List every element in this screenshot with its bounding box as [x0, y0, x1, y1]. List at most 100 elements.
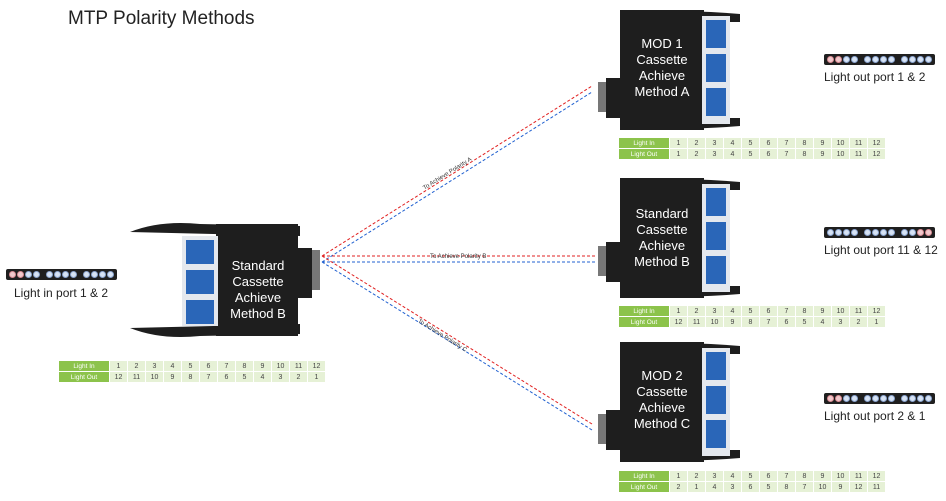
source-cassette-label: Standard Cassette Achieve Method B — [220, 258, 296, 322]
table-cell: 7 — [217, 360, 236, 372]
mod1-port-label: Light out port 1 & 2 — [824, 70, 926, 84]
table-cell: 6 — [759, 137, 778, 149]
table-cell: 6 — [759, 305, 778, 317]
light-out-row: Light Out 12 11 10 9 8 7 6 5 4 3 2 1 — [618, 316, 886, 328]
cassette-line: Standard — [635, 206, 689, 221]
cassette-body-icon — [598, 342, 740, 462]
table-cell: 10 — [831, 470, 850, 482]
table-cell: 12 — [867, 137, 886, 149]
table-cell: 2 — [687, 305, 706, 317]
table-cell: 1 — [867, 316, 886, 328]
cassette-line: Achieve — [234, 290, 282, 305]
table-cell: 10 — [831, 305, 850, 317]
table-cell: 8 — [741, 316, 760, 328]
mod2-cassette: MOD 2 Cassette Achieve Method C — [590, 340, 750, 464]
table-cell: 6 — [199, 360, 218, 372]
table-cell: 5 — [759, 481, 778, 493]
table-cell: 10 — [813, 481, 832, 493]
cassette-line: Method A — [634, 84, 690, 99]
table-cell: 7 — [759, 316, 778, 328]
table-cell: 5 — [741, 305, 760, 317]
table-cell: 9 — [813, 148, 832, 160]
table-cell: 12 — [849, 481, 868, 493]
table-cell: 11 — [849, 305, 868, 317]
light-out-header: Light Out — [58, 371, 110, 383]
cassette-line: Achieve — [638, 238, 686, 253]
table-cell: 2 — [849, 316, 868, 328]
cassette-line: Method C — [633, 416, 691, 431]
table-cell: 12 — [307, 360, 326, 372]
table-cell: 11 — [127, 371, 146, 383]
cassette-line: Standard — [231, 258, 285, 273]
light-out-row: Light Out 12 11 10 9 8 7 6 5 4 3 2 1 — [58, 371, 326, 383]
cassette-body-icon — [598, 10, 740, 130]
mod2-port-label: Light out port 2 & 1 — [824, 409, 926, 423]
table-cell: 7 — [777, 470, 796, 482]
cassette-line: Achieve — [638, 400, 686, 415]
fiber-blue-a — [321, 91, 593, 263]
table-cell: 12 — [669, 316, 688, 328]
table-cell: 4 — [723, 305, 742, 317]
table-cell: 1 — [669, 148, 688, 160]
table-cell: 8 — [777, 481, 796, 493]
table-cell: 7 — [777, 137, 796, 149]
table-cell: 6 — [777, 316, 796, 328]
table-cell: 10 — [705, 316, 724, 328]
table-cell: 3 — [705, 305, 724, 317]
light-in-row: Light In 1 2 3 4 5 6 7 8 9 10 11 12 — [618, 305, 886, 317]
mod2-cassette-label: MOD 2 Cassette Achieve Method C — [624, 368, 700, 432]
table-cell: 9 — [813, 305, 832, 317]
table-cell: 4 — [705, 481, 724, 493]
cassette-line: Cassette — [636, 384, 688, 399]
cassette-line: MOD 1 — [641, 36, 683, 51]
table-cell: 5 — [235, 371, 254, 383]
path-label-b: To Achieve Polarity B — [430, 254, 487, 260]
table-cell: 8 — [181, 371, 200, 383]
table-cell: 5 — [181, 360, 200, 372]
cassette-line: Cassette — [232, 274, 284, 289]
table-cell: 3 — [723, 481, 742, 493]
source-cassette: Standard Cassette Achieve Method B — [120, 220, 330, 340]
table-cell: 9 — [163, 371, 182, 383]
table-cell: 4 — [723, 137, 742, 149]
light-in-header: Light In — [618, 305, 670, 317]
light-in-header: Light In — [618, 470, 670, 482]
cassette-line: Method B — [230, 306, 286, 321]
table-cell: 4 — [813, 316, 832, 328]
table-cell: 7 — [795, 481, 814, 493]
fiber-strip-icon — [824, 227, 935, 238]
light-out-row: Light Out 2 1 4 3 6 5 8 7 10 9 12 11 — [618, 481, 886, 493]
table-cell: 5 — [795, 316, 814, 328]
table-cell: 2 — [687, 148, 706, 160]
source-mapping-table: Light In 1 2 3 4 5 6 7 8 9 10 11 12 Ligh… — [58, 360, 326, 383]
table-cell: 4 — [723, 148, 742, 160]
mod1-mapping-table: Light In 1 2 3 4 5 6 7 8 9 10 11 12 Ligh… — [618, 137, 886, 160]
table-cell: 4 — [163, 360, 182, 372]
page-title: MTP Polarity Methods — [68, 8, 255, 29]
table-cell: 9 — [253, 360, 272, 372]
mod1-cassette: MOD 1 Cassette Achieve Method A — [590, 8, 750, 132]
table-cell: 6 — [759, 148, 778, 160]
table-cell: 4 — [723, 470, 742, 482]
light-in-row: Light In 1 2 3 4 5 6 7 8 9 10 11 12 — [58, 360, 326, 372]
table-cell: 3 — [705, 137, 724, 149]
table-cell: 12 — [109, 371, 128, 383]
fiber-blue-c — [321, 261, 593, 431]
table-cell: 3 — [145, 360, 164, 372]
table-cell: 1 — [669, 305, 688, 317]
table-cell: 10 — [831, 137, 850, 149]
table-cell: 7 — [777, 148, 796, 160]
table-cell: 1 — [687, 481, 706, 493]
table-cell: 3 — [705, 470, 724, 482]
table-cell: 11 — [289, 360, 308, 372]
table-cell: 11 — [849, 148, 868, 160]
table-cell: 3 — [705, 148, 724, 160]
cassette-line: Cassette — [636, 222, 688, 237]
table-cell: 10 — [271, 360, 290, 372]
table-cell: 11 — [687, 316, 706, 328]
table-cell: 5 — [741, 470, 760, 482]
table-cell: 11 — [849, 470, 868, 482]
cassette-line: Cassette — [636, 52, 688, 67]
cassette-line: MOD 2 — [641, 368, 683, 383]
